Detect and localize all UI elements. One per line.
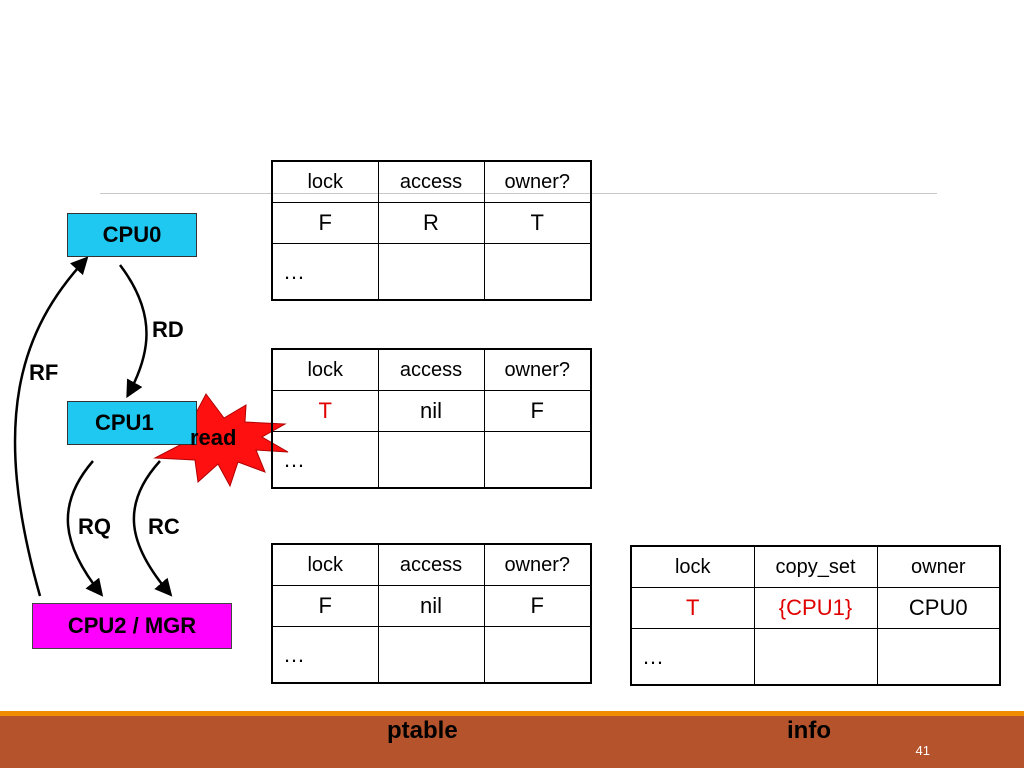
- rq-arrow: [66, 460, 104, 597]
- cell-copy-set: {CPU1}: [753, 587, 878, 629]
- read-burst-label: read: [190, 425, 237, 450]
- header-owner: owner: [876, 545, 1001, 588]
- footer-accent-line: [0, 711, 1024, 716]
- cpu1-node: CPU1: [67, 401, 197, 445]
- cell-owner: T: [483, 202, 592, 244]
- page-number: 41: [915, 743, 930, 758]
- table-header-row: lock copy_set owner: [630, 545, 1001, 588]
- header-owner: owner?: [483, 543, 592, 586]
- header-access: access: [377, 543, 485, 586]
- rf-label: RF: [29, 360, 59, 385]
- cell-lock: T: [630, 587, 755, 629]
- table-row: …: [271, 243, 592, 301]
- header-lock: lock: [271, 160, 379, 203]
- table-row: F R T: [271, 202, 592, 244]
- rf-arrow: [13, 256, 89, 597]
- ellipsis-cell: …: [630, 628, 755, 686]
- rq-label: RQ: [78, 514, 111, 539]
- header-owner: owner?: [483, 348, 592, 391]
- cell-lock: T: [271, 390, 379, 432]
- mgr-node: CPU2 / MGR: [32, 603, 232, 649]
- cell-lock: F: [271, 585, 379, 627]
- table-row: …: [630, 628, 1001, 686]
- header-access: access: [377, 160, 485, 203]
- ellipsis-cell: …: [271, 431, 379, 489]
- cpu2-ptable: lock access owner? F nil F …: [271, 543, 592, 684]
- ptable-caption: ptable: [387, 717, 458, 744]
- cell-owner: F: [483, 390, 592, 432]
- cpu0-ptable: lock access owner? F R T …: [271, 160, 592, 301]
- ellipsis-cell: …: [271, 626, 379, 684]
- cpu0-node: CPU0: [67, 213, 197, 257]
- table-header-row: lock access owner?: [271, 160, 592, 203]
- rc-arrow: [132, 460, 173, 597]
- table-row: T {CPU1} CPU0: [630, 587, 1001, 629]
- ellipsis-cell: …: [271, 243, 379, 301]
- cell-access: nil: [377, 390, 485, 432]
- table-header-row: lock access owner?: [271, 543, 592, 586]
- cpu1-ptable: lock access owner? T nil F …: [271, 348, 592, 489]
- header-owner: owner?: [483, 160, 592, 203]
- header-lock: lock: [271, 543, 379, 586]
- header-access: access: [377, 348, 485, 391]
- rd-label: RD: [152, 317, 184, 342]
- cell-owner: CPU0: [876, 587, 1001, 629]
- header-copy-set: copy_set: [753, 545, 878, 588]
- table-header-row: lock access owner?: [271, 348, 592, 391]
- table-row: …: [271, 626, 592, 684]
- rd-arrow: [119, 264, 148, 399]
- cell-owner: F: [483, 585, 592, 627]
- table-row: …: [271, 431, 592, 489]
- header-lock: lock: [271, 348, 379, 391]
- table-row: F nil F: [271, 585, 592, 627]
- info-caption: info: [787, 717, 831, 744]
- cell-access: R: [377, 202, 485, 244]
- header-lock: lock: [630, 545, 755, 588]
- cell-access: nil: [377, 585, 485, 627]
- footer-bar: [0, 716, 1024, 768]
- cell-lock: F: [271, 202, 379, 244]
- mgr-info-table: lock copy_set owner T {CPU1} CPU0 …: [630, 545, 1001, 686]
- table-row: T nil F: [271, 390, 592, 432]
- rc-label: RC: [148, 514, 180, 539]
